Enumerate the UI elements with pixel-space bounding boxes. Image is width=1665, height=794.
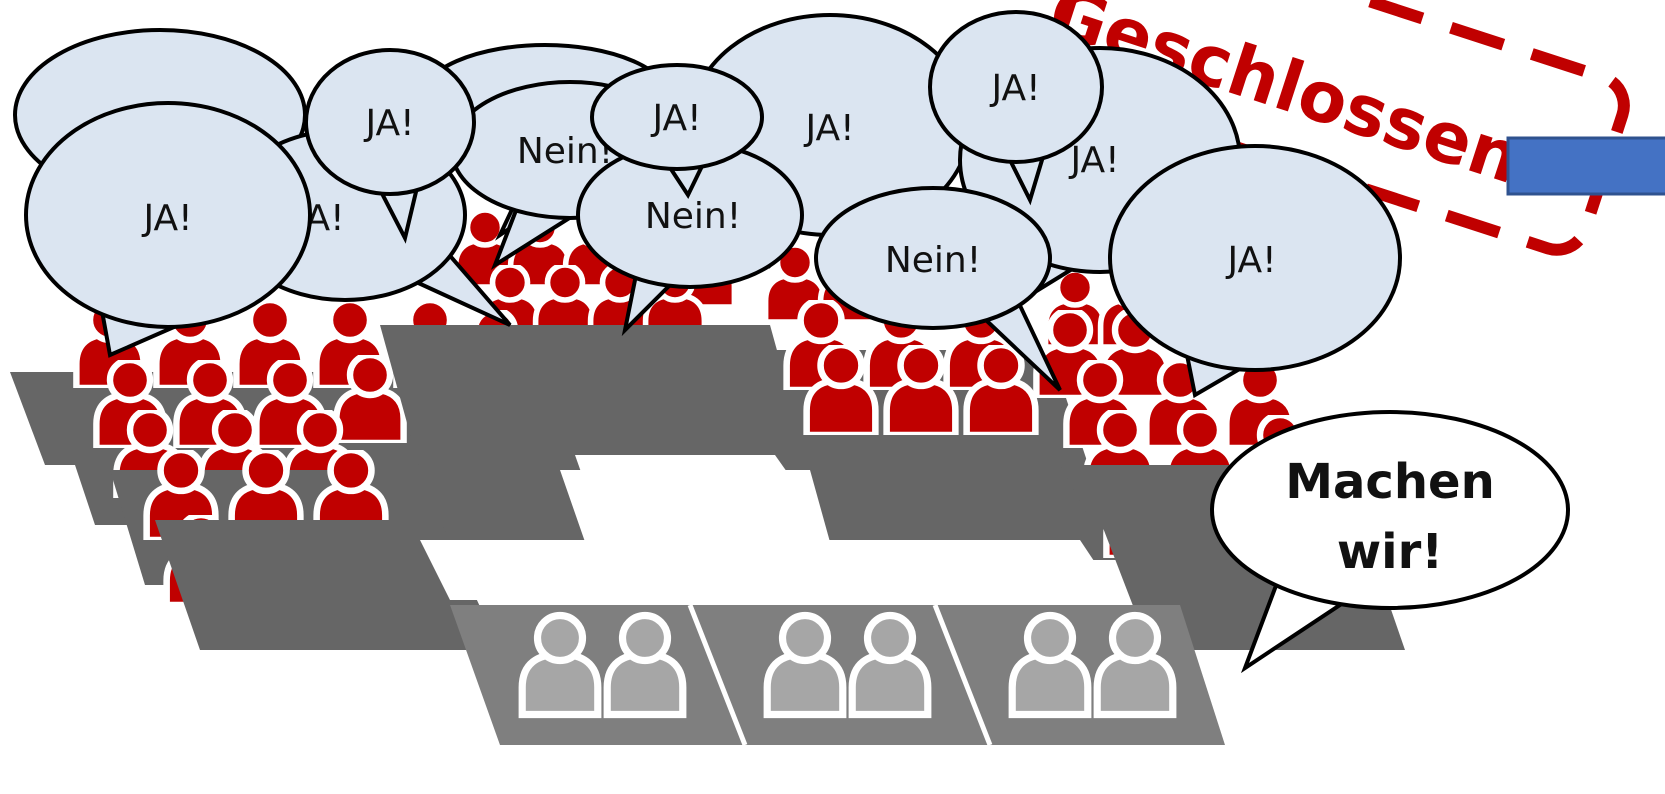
speech-bubble: JA! <box>1108 144 1402 399</box>
speech-bubble: JA! <box>24 101 312 358</box>
speech-bubble: JA! <box>590 63 764 200</box>
response-bubble: Machen wir! <box>1210 410 1570 674</box>
response-line-1: Machen <box>1285 454 1495 510</box>
response-line-2: wir! <box>1337 524 1443 580</box>
bubble-text: JA! <box>141 198 192 239</box>
speech-bubble: Nein! <box>576 141 804 337</box>
bubble-text: Nein! <box>885 240 981 281</box>
bubble-text: JA! <box>1225 240 1276 281</box>
bubble-text: JA! <box>989 68 1040 109</box>
speech-bubble: JA! <box>928 10 1104 206</box>
speech-bubbles: A! Nein! JA! JA! JA! JA! <box>13 10 1402 399</box>
bubble-text: JA! <box>650 98 701 139</box>
bubble-text: JA! <box>1068 140 1119 181</box>
bubble-text: JA! <box>363 103 414 144</box>
speech-bubble: JA! <box>304 48 476 244</box>
bubble-text: A! <box>305 198 344 239</box>
bubble-text: JA! <box>803 108 854 149</box>
speech-bubble: Nein! <box>814 186 1062 392</box>
government-bench <box>420 540 1225 746</box>
arrow-icon <box>1506 136 1665 196</box>
bubble-text: Nein! <box>645 196 741 237</box>
